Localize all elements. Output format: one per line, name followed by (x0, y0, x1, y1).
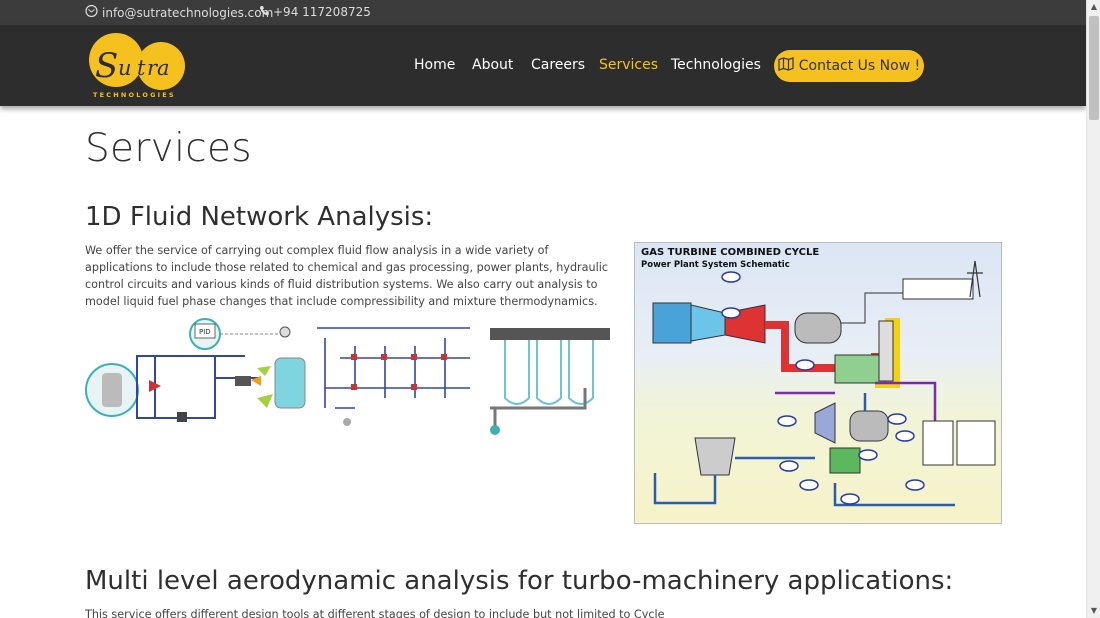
envelope-icon (85, 4, 98, 20)
svg-text:u: u (118, 56, 132, 80)
nav-home[interactable]: Home (414, 57, 456, 73)
nav-careers[interactable]: Careers (531, 57, 586, 73)
pid-label: PID (199, 328, 211, 336)
section-text-aerodynamic: This service offers different design too… (85, 608, 665, 618)
nav-services[interactable]: Services (599, 57, 659, 73)
section-heading-aerodynamic: Multi level aerodynamic analysis for tur… (85, 566, 954, 596)
email-text: info@sutratechnologies.com (102, 5, 274, 20)
svg-text:ra: ra (147, 56, 170, 80)
page-title: Services (85, 126, 252, 171)
top-info-bar: info@sutratechnologies.com +94 117208725 (0, 0, 1086, 25)
contact-us-button[interactable]: Contact Us Now ! (774, 50, 924, 82)
main-navbar: S u t ra TECHNOLOGIES Home About Careers… (0, 25, 1086, 106)
svg-text:S: S (95, 46, 118, 86)
nav-technologies[interactable]: Technologies (671, 57, 761, 73)
scroll-thumb[interactable] (1089, 16, 1099, 120)
scroll-up-icon[interactable]: ▲ (1090, 2, 1098, 11)
scroll-down-icon[interactable]: ▼ (1090, 606, 1098, 615)
schematic-title: GAS TURBINE COMBINED CYCLE (641, 247, 820, 258)
fluid-network-illustration: PID (85, 318, 610, 436)
contact-us-label: Contact Us Now ! (798, 58, 921, 74)
schematic-subtitle: Power Plant System Schematic (641, 260, 790, 270)
phone-contact[interactable]: +94 117208725 (259, 5, 371, 19)
map-icon (778, 57, 794, 75)
sutra-logo[interactable]: S u t ra TECHNOLOGIES (85, 33, 187, 99)
email-contact[interactable]: info@sutratechnologies.com (85, 4, 274, 20)
page-scrollbar[interactable]: ▲ ▼ (1086, 0, 1100, 618)
svg-text:t: t (137, 56, 146, 80)
phone-text: +94 117208725 (273, 5, 371, 19)
nav-about[interactable]: About (472, 57, 514, 73)
gas-turbine-schematic: GAS TURBINE COMBINED CYCLE Power Plant S… (634, 242, 1002, 524)
section-text-fluid-network: We offer the service of carrying out com… (85, 244, 608, 308)
svg-text:TECHNOLOGIES: TECHNOLOGIES (93, 91, 176, 99)
section-heading-fluid-network: 1D Fluid Network Analysis: (85, 202, 434, 232)
phone-icon (259, 5, 269, 19)
